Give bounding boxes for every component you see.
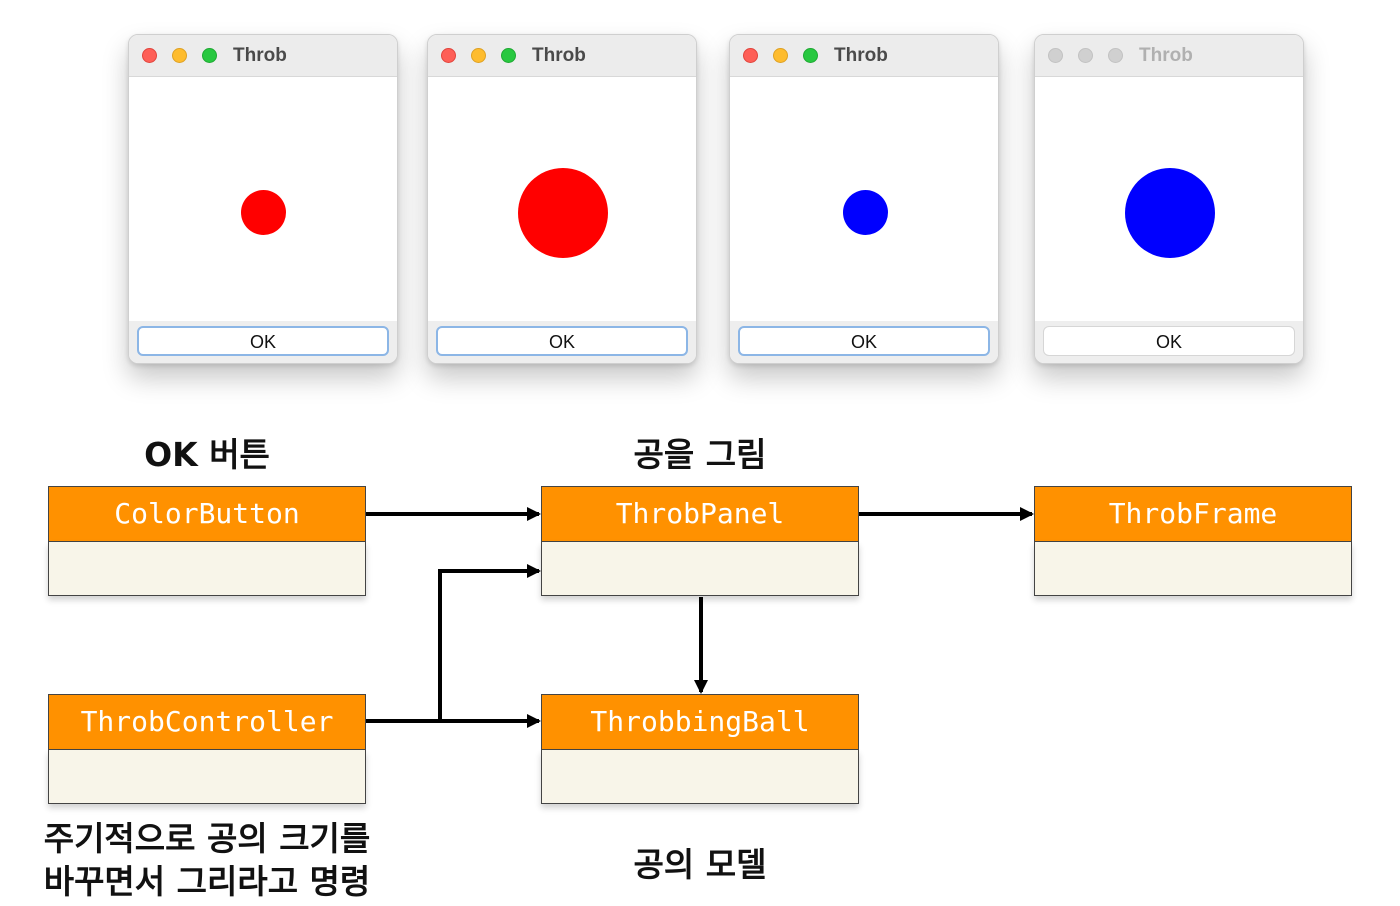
title-bar: Throb: [1035, 35, 1303, 77]
minimize-icon[interactable]: [471, 48, 486, 63]
window-title: Throb: [834, 45, 888, 66]
zoom-icon[interactable]: [202, 48, 217, 63]
class-name: ThrobbingBall: [541, 694, 859, 750]
throbbing-ball: [843, 190, 888, 235]
close-icon[interactable]: [743, 48, 758, 63]
throbbing-ball: [1125, 168, 1215, 258]
throb-window-4: Throb OK: [1034, 34, 1304, 364]
title-bar: Throb: [730, 35, 998, 77]
class-name: ThrobFrame: [1034, 486, 1352, 542]
class-name: ColorButton: [48, 486, 366, 542]
close-icon[interactable]: [142, 48, 157, 63]
throb-panel: [1035, 77, 1303, 321]
class-color-button: ColorButton: [48, 486, 366, 596]
caption-ok-button: OK 버튼: [144, 435, 270, 474]
zoom-icon[interactable]: [1108, 48, 1123, 63]
ok-button[interactable]: OK: [436, 326, 688, 356]
button-bar: OK: [129, 321, 397, 363]
button-bar: OK: [428, 321, 696, 363]
minimize-icon[interactable]: [1078, 48, 1093, 63]
class-body: [541, 542, 859, 596]
button-bar: OK: [730, 321, 998, 363]
throbbing-ball: [241, 190, 286, 235]
class-body: [541, 750, 859, 804]
caption-controller-line-1: 주기적으로 공의 크기를: [43, 819, 371, 858]
class-body: [48, 542, 366, 596]
close-icon[interactable]: [441, 48, 456, 63]
class-body: [48, 750, 366, 804]
throb-window-3: Throb OK: [729, 34, 999, 364]
arrow-controller-to-throbpanel: [438, 564, 541, 721]
zoom-icon[interactable]: [803, 48, 818, 63]
ok-button[interactable]: OK: [1043, 326, 1295, 356]
class-body: [1034, 542, 1352, 596]
throb-window-1: Throb OK: [128, 34, 398, 364]
button-bar: OK: [1035, 321, 1303, 363]
class-throb-controller: ThrobController: [48, 694, 366, 804]
window-title: Throb: [1139, 45, 1193, 66]
caption-draw-ball: 공을 그림: [633, 435, 767, 474]
zoom-icon[interactable]: [501, 48, 516, 63]
throb-window-2: Throb OK: [427, 34, 697, 364]
ok-button[interactable]: OK: [137, 326, 389, 356]
throb-panel: [428, 77, 696, 321]
minimize-icon[interactable]: [172, 48, 187, 63]
class-name: ThrobController: [48, 694, 366, 750]
ok-button[interactable]: OK: [738, 326, 990, 356]
throb-panel: [730, 77, 998, 321]
caption-ball-model: 공의 모델: [633, 845, 767, 884]
class-throb-frame: ThrobFrame: [1034, 486, 1352, 596]
window-title: Throb: [532, 45, 586, 66]
title-bar: Throb: [428, 35, 696, 77]
title-bar: Throb: [129, 35, 397, 77]
window-title: Throb: [233, 45, 287, 66]
throb-panel: [129, 77, 397, 321]
class-throbbing-ball: ThrobbingBall: [541, 694, 859, 804]
minimize-icon[interactable]: [773, 48, 788, 63]
close-icon[interactable]: [1048, 48, 1063, 63]
caption-controller-line-2: 바꾸면서 그리라고 명령: [43, 862, 371, 901]
class-name: ThrobPanel: [541, 486, 859, 542]
class-throb-panel: ThrobPanel: [541, 486, 859, 596]
throbbing-ball: [518, 168, 608, 258]
